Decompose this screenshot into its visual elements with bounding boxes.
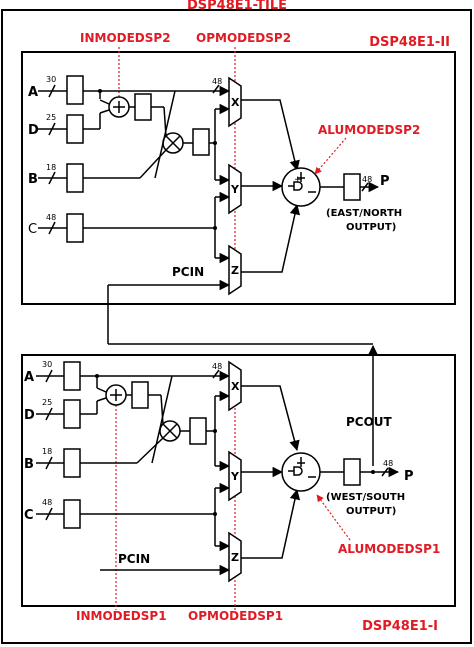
mux-y-label-bottom: Y [230,470,240,483]
input-a-bottom: A [24,370,34,385]
pcin-bottom-label: PCIN [118,552,150,566]
inmode-bottom-label: INMODEDSP1 [76,609,167,623]
alumode-bottom-label: ALUMODEDSP1 [338,542,440,556]
mux-y-top [228,163,242,215]
cascade-wire [107,285,379,466]
tile-title: DSP48E1-TILE [187,0,287,13]
mux-x-bottom [228,360,242,412]
reg-c-top [66,213,84,243]
reg-mult-bottom [189,417,207,445]
reg-d-bottom [63,399,81,429]
input-d-top: D [28,123,39,138]
reg-preadd-bottom [131,381,149,409]
dsp-bottom-name: DSP48E1-I [362,619,438,634]
mux-y-bottom [228,450,242,502]
reg-d-top [66,114,84,144]
dsp-bottom: DSP48E1-I INMODEDSP1 OPMODEDSP1 A D B C … [21,354,456,634]
input-b-bottom: B [24,457,34,472]
reg-p-bottom [343,458,361,486]
input-d-bottom: D [24,408,35,423]
mux-y-label-top: Y [230,183,240,196]
input-c-top: C [28,222,37,237]
width-d-top: 25 [46,113,56,122]
opmode-bottom-label: OPMODEDSP1 [188,609,283,623]
dsp-bottom-frame [21,354,456,607]
reg-mult-top [192,128,210,156]
output-note1-bottom: (WEST/SOUTH [326,492,405,503]
width-b-bottom: 18 [42,447,52,456]
bus-width-bottom: 48 [212,362,222,371]
width-c-top: 48 [46,213,56,222]
mux-x-label-bottom: X [231,380,240,393]
input-c-bottom: C [24,508,34,523]
output-note2-top: OUTPUT) [346,222,396,233]
inmode-top-label: INMODEDSP2 [80,31,171,45]
output-width-bottom: 48 [383,459,393,468]
width-a-top: 30 [46,75,56,84]
width-a-bottom: 30 [42,360,52,369]
width-d-bottom: 25 [42,398,52,407]
pcout-label: PCOUT [346,415,393,429]
bus-width-top: 48 [212,77,222,86]
mux-x-label-top: X [231,96,240,109]
mux-z-label-top: Z [231,264,239,277]
output-p-top: P [380,174,390,189]
reg-preadd-top [134,93,152,121]
opmode-top-label: OPMODEDSP2 [196,31,291,45]
reg-a-bottom [63,361,81,391]
mux-z-label-bottom: Z [231,551,239,564]
svg-text:+: + [294,175,302,185]
output-p-bottom: P [404,469,414,484]
tile-frame [1,9,472,644]
input-b-top: B [28,172,38,187]
input-a-top: A [28,85,38,100]
mux-x-top [228,76,242,128]
alu-top [281,167,321,207]
output-width-top: 48 [362,175,372,184]
dsp-top-frame [21,51,456,305]
output-note2-bottom: OUTPUT) [346,506,396,517]
dsp-top-name: DSP48E1-II [369,35,450,50]
width-c-bottom: 48 [42,498,52,507]
reg-c-bottom [63,499,81,529]
reg-b-bottom [63,448,81,478]
mux-z-top [228,244,242,296]
width-b-top: 18 [46,163,56,172]
reg-b-top [66,163,84,193]
reg-p-top [343,173,361,201]
alumode-top-label: ALUMODEDSP2 [318,123,420,137]
pcin-top-label: PCIN [172,265,204,279]
alu-bottom [281,452,321,492]
dsp-top: DSP48E1-II INMODEDSP2 OPMODEDSP2 A D B C… [21,31,456,305]
output-note1-top: (EAST/NORTH [326,208,402,219]
reg-a-top [66,75,84,105]
